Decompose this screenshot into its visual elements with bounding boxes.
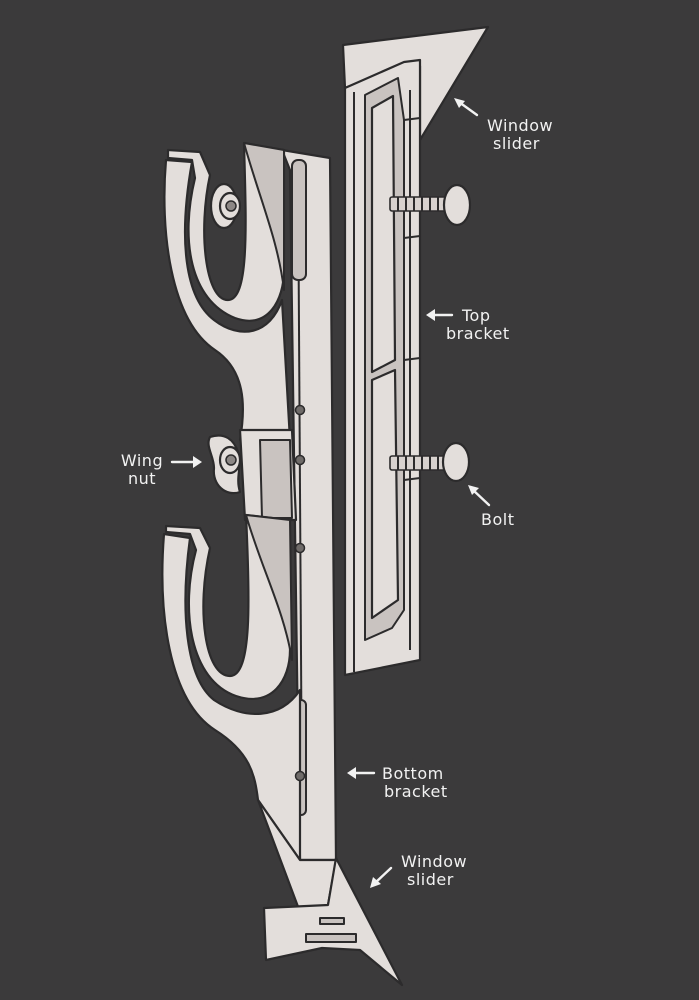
- label-wing-nut-line2: nut: [127, 469, 157, 488]
- lower-bolt-part: [389, 441, 471, 483]
- upper-bolt-part: [389, 183, 472, 227]
- label-window-slider-bottom: Window slider: [401, 853, 467, 889]
- label-top-bracket-line1: Top: [462, 306, 491, 325]
- label-bolt-line1: Bolt: [481, 510, 515, 529]
- label-window-slider-top-line2: slider: [493, 134, 540, 153]
- wing-nut-part: [207, 434, 242, 495]
- label-window-slider-bottom-line2: slider: [407, 870, 454, 889]
- label-top-bracket-line2: bracket: [446, 324, 510, 343]
- label-bottom-bracket-line1: Bottom: [382, 764, 444, 783]
- label-top-bracket: Top bracket: [446, 307, 510, 343]
- bottom-rail-holes: [294, 404, 306, 782]
- label-window-slider-top: Window slider: [487, 117, 553, 153]
- label-wing-nut-line1: Wing: [120, 451, 164, 470]
- label-bottom-bracket-line2: bracket: [384, 782, 448, 801]
- arrow-window-slider-bottom: [373, 866, 393, 885]
- label-window-slider-bottom-line1: Window: [401, 852, 468, 871]
- bottom-window-slider-part: [262, 856, 404, 987]
- label-wing-nut: Wing nut: [114, 452, 170, 488]
- arrow-bolt: [471, 488, 491, 507]
- upper-wing-nut-part: [209, 182, 242, 230]
- label-bottom-bracket: Bottom bracket: [382, 765, 448, 801]
- label-arrows: [170, 98, 491, 888]
- label-window-slider-top-line1: Window: [487, 116, 554, 135]
- label-bolt: Bolt: [481, 511, 514, 529]
- top-bracket-part: [343, 58, 422, 677]
- bottom-bracket-part: [161, 141, 338, 914]
